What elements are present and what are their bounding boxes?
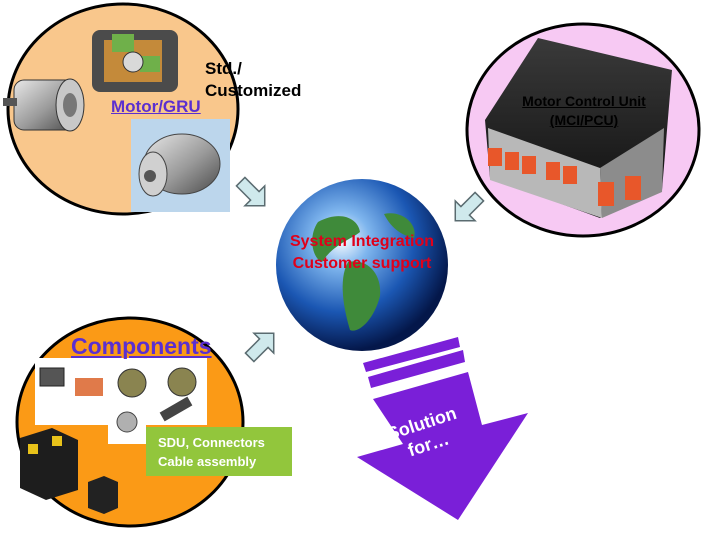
mcu-line2: (MCI/PCU) (549, 112, 619, 128)
std-line: Std./ (205, 59, 242, 78)
std-customized-label: Std./ Customized (205, 58, 301, 102)
sdu-line2: Cable assembly (158, 454, 257, 469)
motor-rotor-image (92, 30, 178, 92)
sdu-connectors-label: SDU, Connectors Cable assembly (158, 433, 265, 471)
connectors-photo (35, 358, 207, 444)
gru-photo (131, 119, 230, 212)
arrow-components-to-center (244, 332, 275, 363)
motor-circle-group (3, 2, 240, 216)
customer-support-line: Customer support (292, 255, 432, 272)
arrow-mcu-to-center (454, 191, 485, 222)
motor-gru-label: Motor/GRU (111, 97, 201, 116)
motor-cutaway-image (3, 78, 85, 132)
mcu-photo (485, 38, 672, 218)
sdu-photo (20, 428, 118, 514)
system-integration-line: System Integration (289, 233, 435, 250)
components-label: Components (71, 333, 212, 359)
mcu-line1: Motor Control Unit (522, 93, 646, 109)
system-integration-label: System Integration Customer support (270, 231, 454, 275)
customized-line: Customized (205, 81, 302, 100)
mcu-label: Motor Control Unit (MCI/PCU) (500, 92, 668, 130)
globe-image (276, 179, 448, 351)
solution-arrow (357, 337, 528, 520)
sdu-connectors-box (146, 427, 292, 476)
sdu-line1: SDU, Connectors (158, 435, 265, 450)
mcu-circle-group (465, 22, 701, 238)
arrow-motor-to-center (235, 176, 266, 207)
